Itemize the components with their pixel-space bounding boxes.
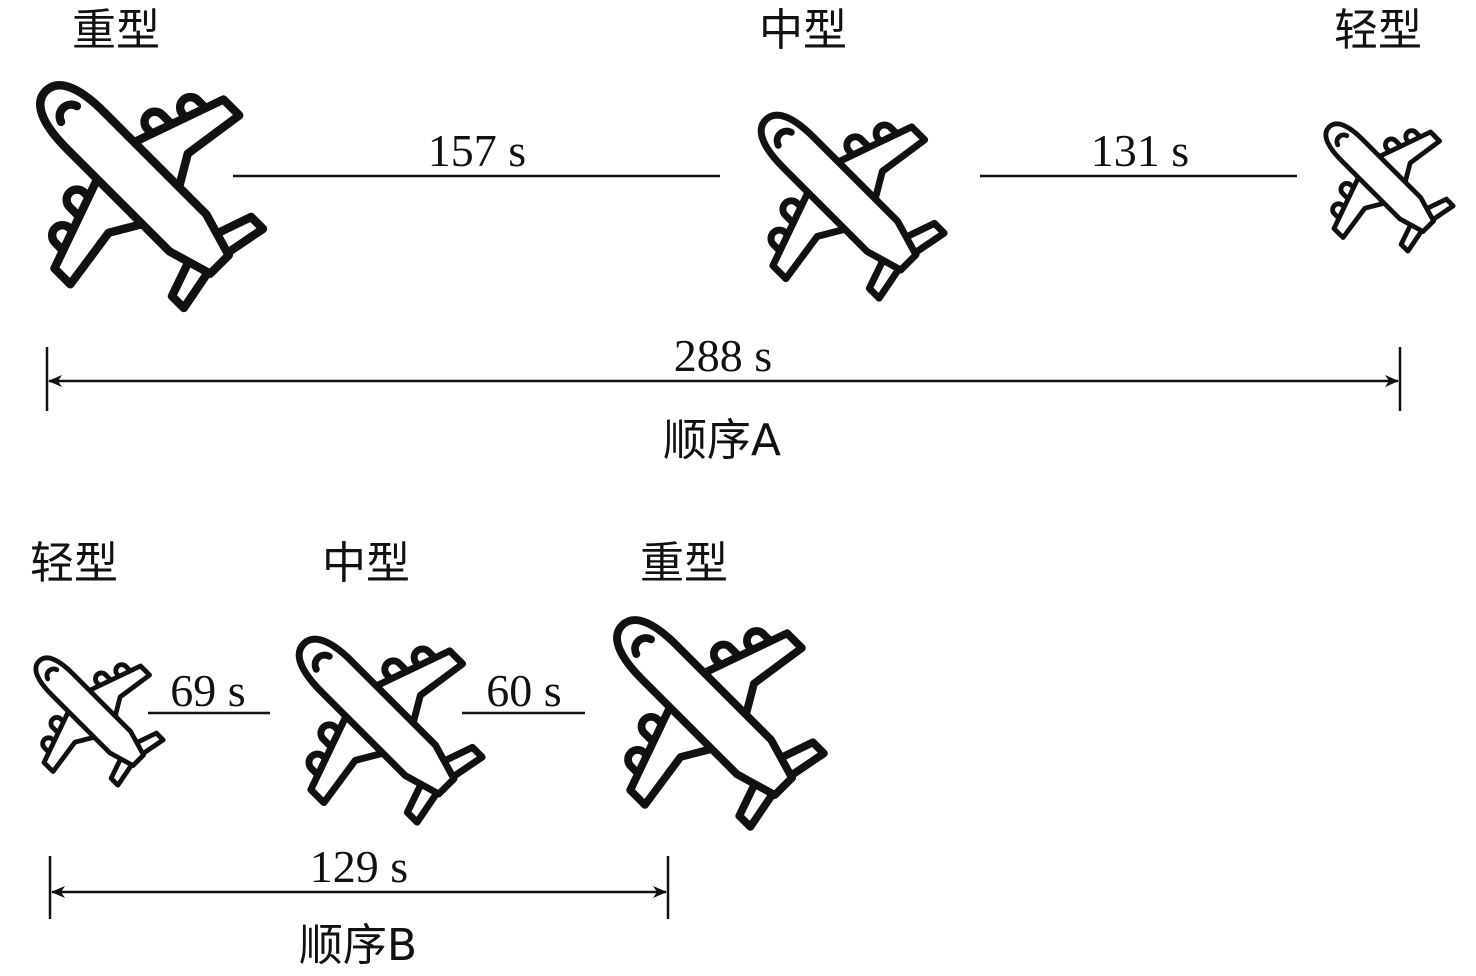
heavy-airplane-icon [544, 547, 866, 869]
total-duration-label: 129 s [310, 841, 408, 892]
light-airplane-icon [1281, 79, 1476, 277]
aircraft-label: 轻型 [1334, 5, 1422, 56]
gap-label: 131 s [1091, 125, 1189, 176]
gap-label: 69 s [170, 665, 245, 716]
total-duration-label: 288 s [674, 330, 772, 381]
aircraft-label: 中型 [759, 5, 847, 56]
aircraft-label: 重型 [72, 5, 160, 56]
sequence-title: 顺序A [663, 415, 781, 466]
medium-airplane-icon [234, 574, 519, 859]
gap-label: 60 s [486, 665, 561, 716]
sequence-a: 重型 中型 轻型 157 s 131 s 288 s 顺序A [0, 5, 1476, 466]
gap-label: 157 s [428, 125, 526, 176]
sequence-b: 轻型 中型 重型 69 s 60 s 129 s 顺序B [0, 538, 866, 971]
aircraft-label: 重型 [640, 538, 728, 589]
sequence-title: 顺序B [299, 920, 417, 971]
aircraft-label: 中型 [322, 538, 410, 589]
aircraft-label: 轻型 [30, 538, 118, 589]
medium-airplane-icon [696, 50, 981, 335]
heavy-airplane-icon [0, 6, 308, 352]
